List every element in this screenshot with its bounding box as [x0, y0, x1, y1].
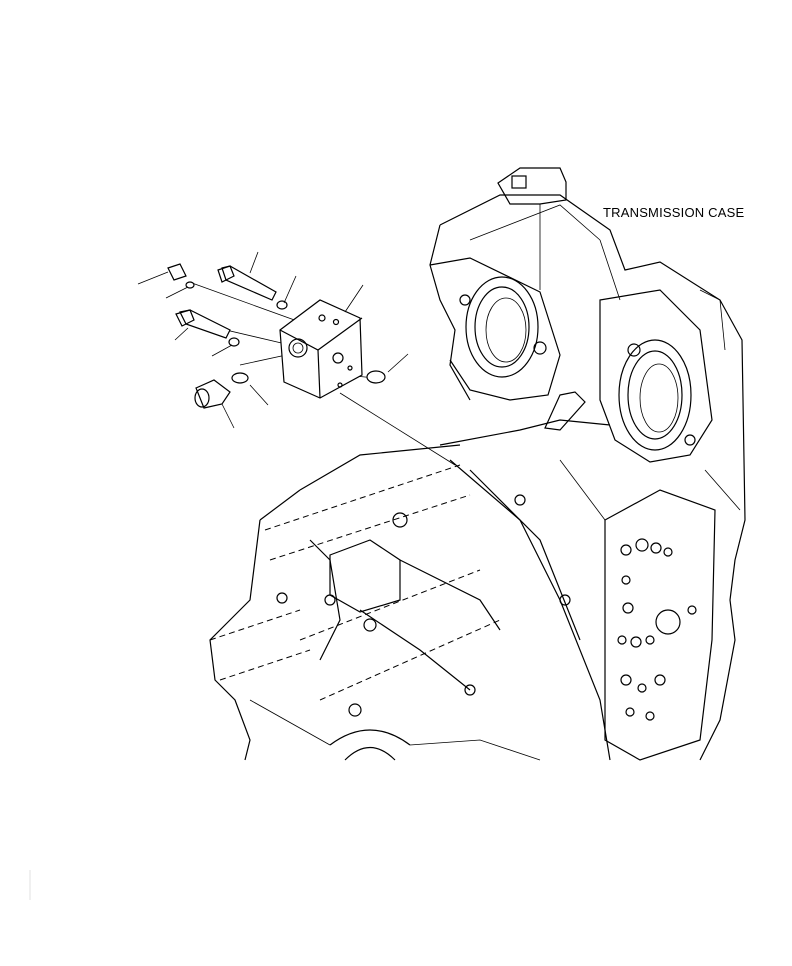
transmission-case: [209, 167, 746, 761]
transmission-case-label: TRANSMISSION CASE: [603, 205, 745, 220]
valve-block-assembly: [137, 251, 456, 466]
